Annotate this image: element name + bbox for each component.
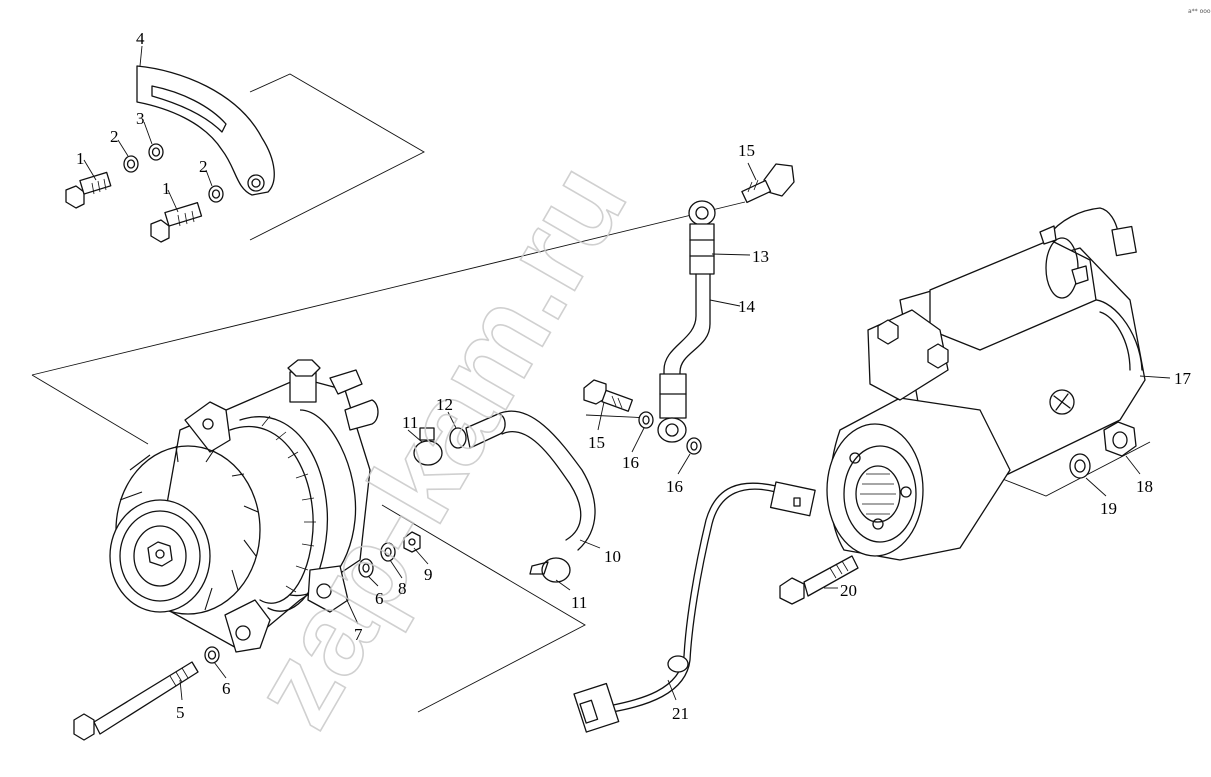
callout-labels: 1 1 2 2 3 4 5 6 6 7 8 9 10 11 11 12 13 1… xyxy=(76,29,1192,723)
washer-long-bolt xyxy=(204,646,220,664)
adjusting-bracket xyxy=(136,65,275,196)
leader-lines xyxy=(83,45,1171,701)
alternator xyxy=(109,359,379,653)
callout-20: 20 xyxy=(840,581,857,600)
sleeve xyxy=(449,427,467,449)
callout-2b: 2 xyxy=(199,157,208,176)
plane-bracket xyxy=(249,73,425,241)
clamp-lower xyxy=(529,557,571,583)
callout-1b: 1 xyxy=(162,179,171,198)
callout-4: 4 xyxy=(136,29,145,48)
banjo-bolt-upper xyxy=(741,163,795,204)
hose-assembly xyxy=(657,200,716,443)
starter-bolt xyxy=(779,555,859,605)
washer-terminal-a xyxy=(358,558,374,578)
callout-15a: 15 xyxy=(738,141,755,160)
callout-6b: 6 xyxy=(375,589,384,608)
callout-5: 5 xyxy=(176,703,185,722)
terminal-nut xyxy=(403,531,421,553)
callout-18: 18 xyxy=(1136,477,1153,496)
callout-14: 14 xyxy=(738,297,756,316)
callout-6a: 6 xyxy=(222,679,231,698)
callout-15b: 15 xyxy=(588,433,605,452)
callout-16a: 16 xyxy=(622,453,639,472)
callout-8: 8 xyxy=(398,579,407,598)
callout-7: 7 xyxy=(354,625,363,644)
callout-21: 21 xyxy=(672,704,689,723)
plane-lower xyxy=(381,504,586,713)
assembly-planes xyxy=(31,73,1151,713)
callout-19: 19 xyxy=(1100,499,1117,518)
callout-11b: 11 xyxy=(571,593,587,612)
washer-lower xyxy=(208,185,224,203)
callout-11a: 11 xyxy=(402,413,418,432)
starter-motor xyxy=(826,207,1146,561)
callout-2a: 2 xyxy=(110,127,119,146)
banjo-bolt-lower xyxy=(583,379,634,412)
callout-12: 12 xyxy=(436,395,453,414)
bolt-upper xyxy=(65,171,112,209)
bolt-lower xyxy=(150,202,203,243)
callout-16b: 16 xyxy=(666,477,683,496)
callout-3: 3 xyxy=(136,109,145,128)
wiring-harness xyxy=(573,481,816,733)
callout-17: 17 xyxy=(1174,369,1192,388)
starter-lock-washer xyxy=(1069,453,1091,479)
washer-upper-a xyxy=(123,155,139,173)
clamp-upper xyxy=(413,427,443,466)
plane-main-left xyxy=(31,374,149,445)
plane-starter xyxy=(999,441,1151,497)
washer-upper-b xyxy=(148,143,164,161)
corner-mark: a** ooo xyxy=(1188,8,1211,15)
callout-10: 10 xyxy=(604,547,621,566)
callout-1a: 1 xyxy=(76,149,85,168)
long-bolt xyxy=(73,661,199,741)
callout-9: 9 xyxy=(424,565,433,584)
starter-nut xyxy=(1103,421,1137,457)
plane-main-upper xyxy=(31,201,746,376)
washer-banjo-b xyxy=(686,437,702,455)
washer-banjo-a xyxy=(638,411,654,429)
washer-terminal-b xyxy=(380,542,396,562)
oil-line xyxy=(497,410,596,551)
callout-13: 13 xyxy=(752,247,769,266)
